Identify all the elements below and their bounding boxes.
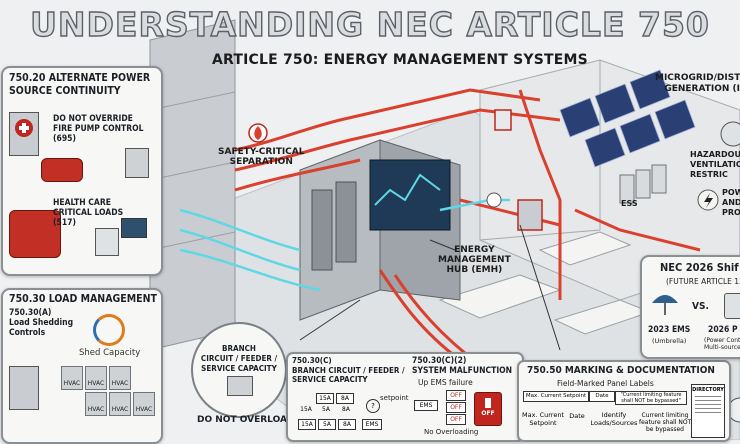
panel-750-30c: 750.30(C) BRANCH CIRCUIT / FEEDER / SERV… [286,352,524,442]
hvac-unit: HVAC [109,366,131,390]
panel-750-30c-title: 750.30(C) BRANCH CIRCUIT / FEEDER / SERV… [292,356,405,384]
caption: Max. Current Setpoint [522,411,564,427]
health-care-text: HEALTH CARE CRITICAL LOADS (517) [53,198,124,228]
nec-2026-right-sub: (Power Contro Multi-source c [704,337,740,351]
subtitle: ARTICLE 750: ENERGY MANAGEMENT SYSTEMS [212,52,588,68]
hvac-unit: HVAC [85,366,107,390]
medical-equipment-icon [95,228,119,256]
wall-meter-icon [494,109,512,131]
nec-2026-title: NEC 2026 Shif [660,261,739,274]
shed-cycle-icon [93,314,125,346]
solar-array [559,69,696,168]
off-breaker: OFF [446,390,466,401]
breaker-box: 5A [322,406,330,413]
off-breaker: OFF [446,402,466,413]
panel-750-50-sub: Field-Marked Panel Labels [557,379,654,388]
hvac-unit: HVAC [109,392,131,416]
umbrella-icon [652,295,678,315]
monitor-icon [121,218,147,238]
off-switch-icon: OFF [474,392,502,426]
microgrid-label: MICROGRID/DISTR GENERATION (I [655,73,740,94]
caption: Date [569,412,585,420]
ems-unit-box: EMS [414,400,438,411]
hazardous-label: HAZARDOUS VENTILATION RESTRIC [690,150,740,179]
panel-750-30-sub: 750.30(A) Load Shedding Controls [9,308,74,338]
hvac-unit: HVAC [85,392,107,416]
off-breaker: OFF [446,414,466,425]
fire-pump-icon [41,158,83,182]
caption: Current limiting feature shall NOT be by… [639,412,692,433]
load-panel-icon [9,366,39,410]
ess-cabinets [619,164,667,204]
question-icon: ? [366,399,380,413]
panel-750-30c2-title: 750.30(C)(2) SYSTEM MALFUNCTION [412,356,513,376]
breaker-box: 8A [338,419,356,430]
branch-warning: DO NOT OVERLOAD [197,415,295,425]
breaker-box: 8A [336,393,354,404]
hvac-unit: HVAC [133,392,155,416]
page-title: UNDERSTANDING NEC ARTICLE 750 [29,4,710,44]
nec-2023-sub: (Umbrella) [652,337,687,345]
nec-2026-sub: (FUTURE ARTICLE 13 [666,277,740,286]
breaker-box: 15A [316,393,334,404]
breaker-box: 15A [298,419,316,430]
fire-pump-text: DO NOT OVERRIDE FIRE PUMP CONTROL (695) [53,114,144,144]
setpoint-label: setpoint [380,394,409,402]
panel-750-50: 750.50 MARKING & DOCUMENTATION Field-Mar… [517,360,731,442]
ems-hub-cabinet [299,139,461,321]
panel-750-30: 750.30 LOAD MANAGEMENT 750.30(A) Load Sh… [1,288,163,444]
page-title-text: UNDERSTANDING NEC ARTICLE 750 [30,5,710,44]
power-label: POW AND PROT [722,188,740,217]
fire-pump-panel-icon [9,112,39,156]
pump-controller-icon [125,148,149,178]
safety-label: SAFETY-CRITICAL SEPARATION [218,147,305,167]
ess-label: ESS [621,199,638,208]
shed-capacity-label: Shed Capacity [79,348,141,358]
cyan-cables [179,198,510,292]
subpanel-icon [517,199,543,231]
ems-hub-label: ENERGY MANAGEMENT HUB (EMH) [438,245,511,275]
panel-nec-2026: NEC 2026 Shif (FUTURE ARTICLE 13 VS. 202… [640,255,740,359]
ems-box: EMS [362,419,382,430]
sensor-icon [486,192,502,208]
health-care-pump-icon [9,210,61,258]
branch-circle: BRANCH CIRCUIT / FEEDER / SERVICE CAPACI… [191,322,287,418]
panel-750-30-title: 750.30 LOAD MANAGEMENT [9,293,157,305]
breaker-box: 15A [300,406,312,413]
breaker-box: 5A [318,419,336,430]
caption: Identify Loads/Sources [590,411,638,427]
directory-card: DIRECTORY [691,384,725,438]
ems-failure-label: Up EMS failure [418,378,473,387]
panel-750-20-title: 750.20 ALTERNATE POWER SOURCE CONTINUITY [9,72,151,97]
nec-2023-label: 2023 EMS [648,325,691,335]
power-control-icon [724,293,740,319]
panel-750-50-title: 750.50 MARKING & DOCUMENTATION [527,365,715,376]
nec-2026-label: 2026 P [708,325,738,335]
label-field: Max. Current Setpoint [523,391,589,402]
no-overloading-label: No Overloading [424,428,479,436]
vs-label: VS. [692,301,709,312]
hazardous-vent-icon [720,121,740,147]
label-field: "Current limiting feature shall NOT be b… [615,391,687,405]
label-field: Date [589,391,615,402]
directory-label: DIRECTORY [692,387,724,393]
branch-meter-icon [227,376,253,396]
hvac-unit: HVAC [61,366,83,390]
branch-circle-text: BRANCH CIRCUIT / FEEDER / SERVICE CAPACI… [200,344,278,373]
breaker-box: 8A [342,406,350,413]
off-switch-label: OFF [481,410,495,417]
panel-750-20: 750.20 ALTERNATE POWER SOURCE CONTINUITY… [1,66,163,276]
